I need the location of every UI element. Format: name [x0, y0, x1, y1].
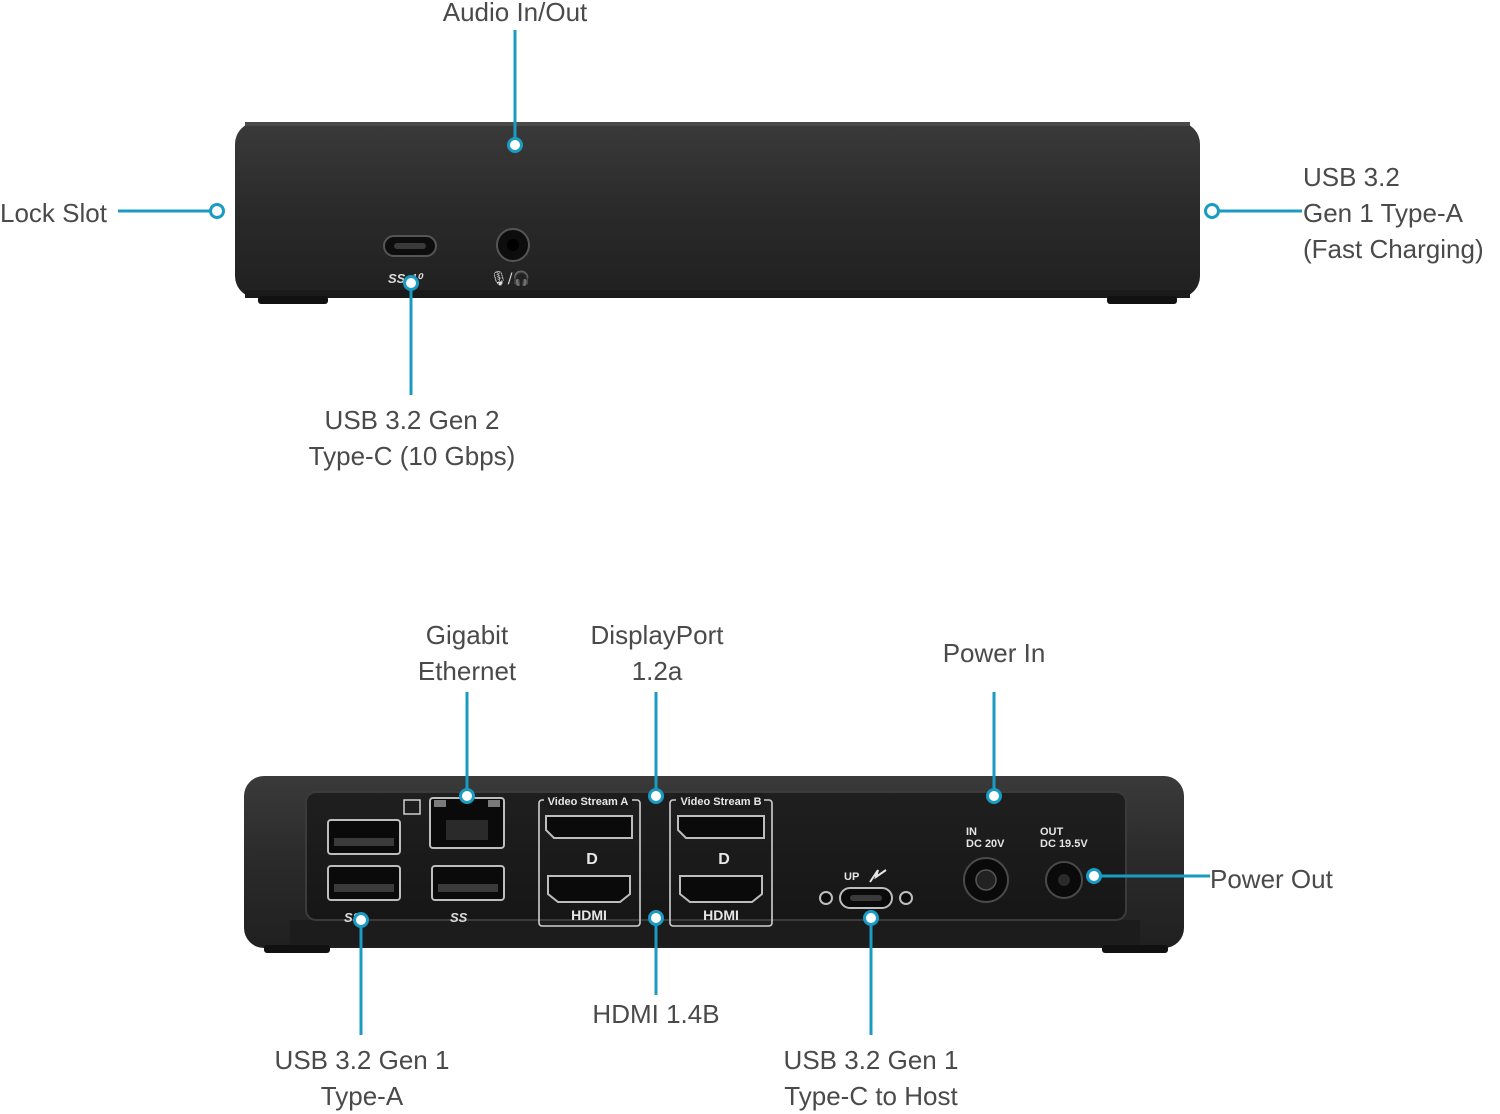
- video-stream-b-label: Video Stream B: [680, 796, 761, 808]
- label-lock-slot: Lock Slot: [0, 198, 107, 228]
- front-foot-left: [258, 296, 328, 304]
- video-stream-a-label: Video Stream A: [548, 796, 629, 808]
- front-chassis: [235, 122, 1200, 298]
- label-usbc-gen2: USB 3.2 Gen 2 Type-C (10 Gbps): [308, 405, 516, 471]
- label-power-out: Power Out: [1210, 864, 1333, 894]
- in-mark: IN: [966, 826, 977, 838]
- rear-leaders: [353, 692, 1210, 1035]
- thunder-icon: [869, 869, 887, 883]
- rear-foot-right: [1102, 945, 1168, 953]
- rear-power-in-port: IN DC 20V: [963, 826, 1009, 903]
- displayport-leader-dot: [648, 788, 664, 804]
- dc20-mark: DC 20V: [966, 838, 1005, 850]
- label-gigabit-ethernet: Gigabit Ethernet: [417, 620, 517, 686]
- rear-usba-stack: [327, 819, 401, 901]
- usba-leader-dot: [353, 912, 369, 928]
- dp-logo-a: D: [586, 851, 598, 868]
- hdmi-logo-a: HDMI: [571, 907, 607, 923]
- rear-power-out-port: OUT DC 19.5V: [1040, 826, 1088, 899]
- out-mark: OUT: [1040, 826, 1064, 838]
- hdmi-port-b: [679, 875, 763, 903]
- label-hdmi: HDMI 1.4B: [592, 999, 720, 1029]
- audio-leader-dot: [507, 137, 523, 153]
- displayport-b: [677, 815, 765, 839]
- video-stream-a-group: Video Stream A D HDMI: [538, 793, 641, 927]
- label-displayport: DisplayPort 1.2a: [590, 620, 724, 686]
- label-power-in: Power In: [942, 638, 1046, 668]
- rear-foot-left: [264, 945, 330, 953]
- hdmi-port-a: [547, 875, 631, 903]
- rear-usba-single: [431, 865, 505, 901]
- usbc-gen2-leader-dot: [403, 275, 419, 291]
- label-usb-fast-charging: USB 3.2 Gen 1 Type-A (Fast Charging): [1303, 162, 1484, 264]
- hdmi-leader-dot: [648, 910, 664, 926]
- label-usbc-to-host: USB 3.2 Gen 1 Type-C to Host: [783, 1045, 959, 1111]
- lock-leader-dot: [209, 203, 225, 219]
- label-usb-gen1-type-a: USB 3.2 Gen 1 Type-A: [274, 1045, 450, 1111]
- front-audio-icon-mark: 🎙/🎧: [490, 270, 530, 287]
- front-top-edge: [245, 122, 1190, 126]
- rear-usbc-host-port: UP: [819, 869, 913, 909]
- front-leaders: [118, 30, 1302, 395]
- label-audio-in-out: Audio In/Out: [442, 0, 588, 27]
- displayport-a: [545, 815, 633, 839]
- rear-ethernet-port: [403, 797, 505, 849]
- rear-port-panel: [305, 791, 1127, 921]
- rear-view-device: SS SS Video Stream A D HDMI: [244, 776, 1184, 953]
- power-in-leader-dot: [986, 788, 1002, 804]
- up-mark: UP: [844, 871, 859, 883]
- video-stream-b-group: Video Stream B D HDMI: [669, 793, 773, 927]
- front-foot-right: [1107, 296, 1177, 304]
- dc195-mark: DC 19.5V: [1040, 838, 1088, 850]
- usbc-host-leader-dot: [863, 910, 879, 926]
- rear-ss-mark-mid: SS: [450, 910, 468, 925]
- front-usbc-port: [383, 235, 437, 257]
- hdmi-logo-b: HDMI: [703, 907, 739, 923]
- rear-base-strip: [290, 920, 1140, 946]
- dp-logo-b: D: [718, 851, 730, 868]
- front-view-device: SS⁻¹⁰ 🎙/🎧: [235, 122, 1200, 304]
- power-out-leader-dot: [1086, 868, 1102, 884]
- front-audio-jack: [496, 228, 530, 262]
- network-icon: [403, 799, 421, 815]
- ethernet-leader-dot: [459, 788, 475, 804]
- front-base-strip: [245, 290, 1190, 298]
- usba-fast-leader-dot: [1204, 203, 1220, 219]
